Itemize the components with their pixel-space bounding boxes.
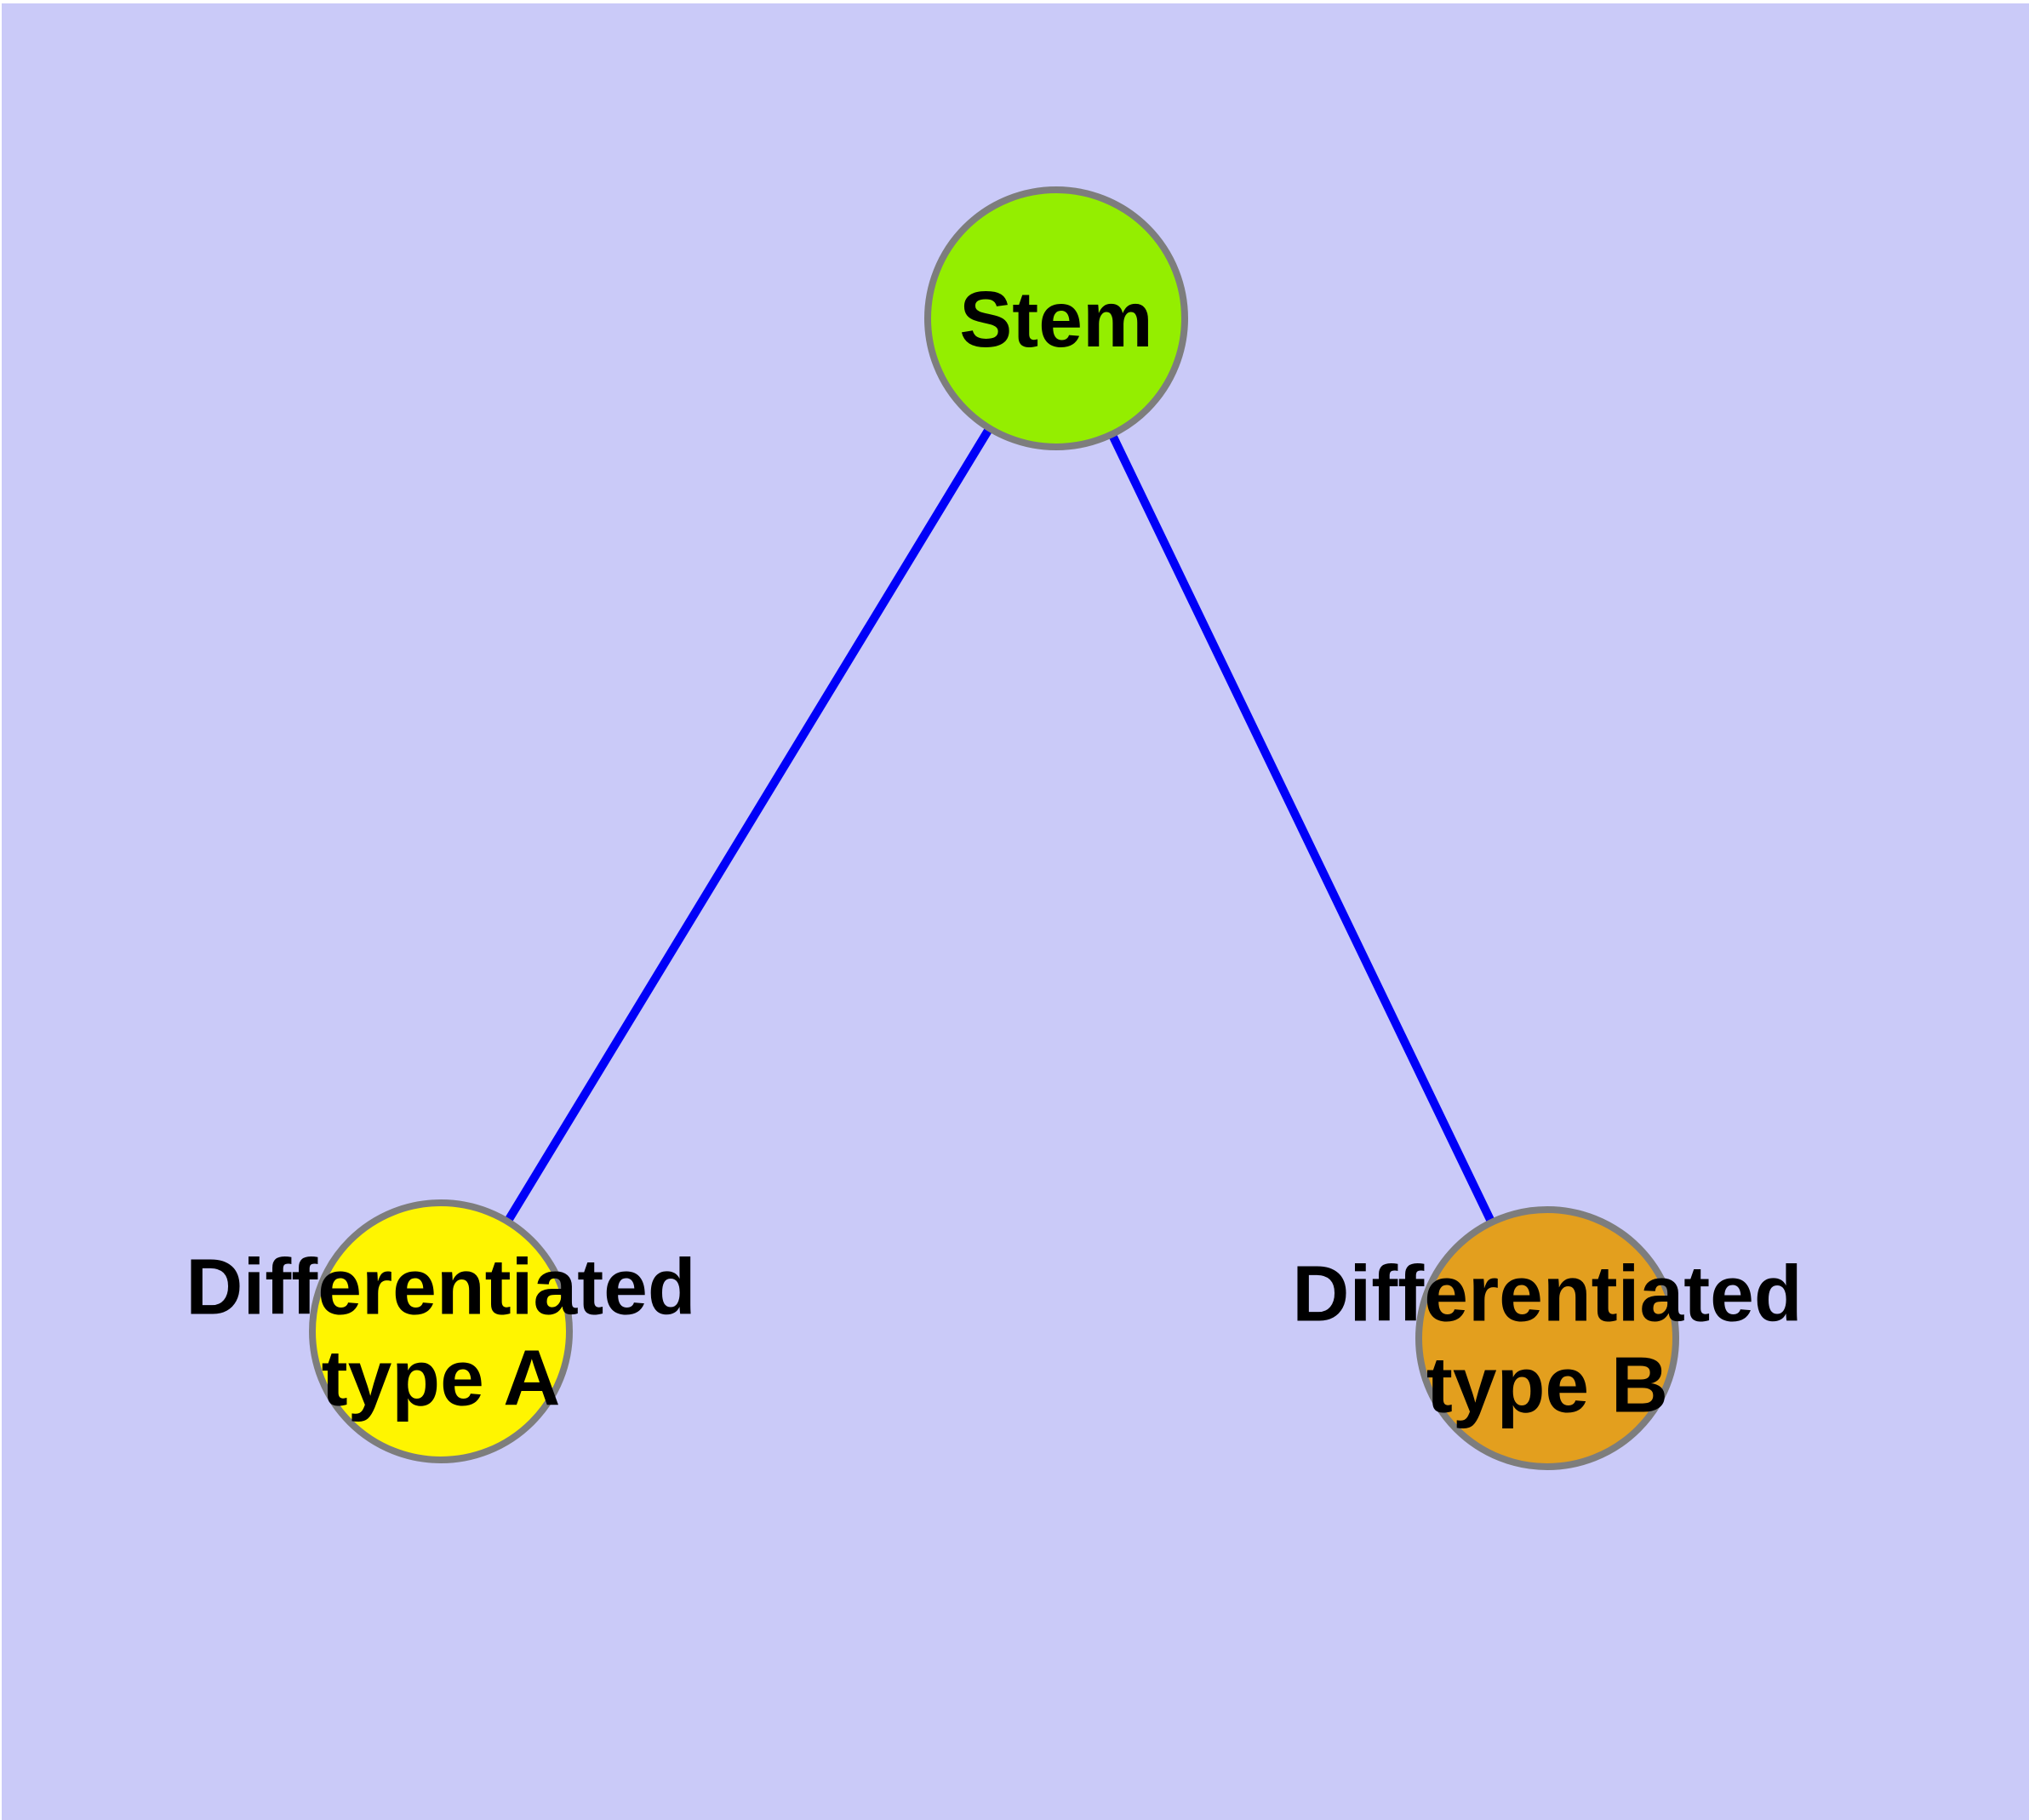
edge-stem-to-diff-type-a <box>437 316 1060 1334</box>
node-diff-type-b-circle <box>1415 1206 1679 1470</box>
node-stem-label-line-1: Stem <box>959 275 1152 363</box>
node-stem-label: Stem <box>959 275 1152 363</box>
node-stem-circle <box>924 186 1188 450</box>
node-diff-type-a-label-line-1: Differentiated <box>186 1243 695 1331</box>
edge-stem-to-diff-type-b <box>1052 316 1552 1341</box>
node-diff-type-b-label-line-2: type B <box>1426 1341 1668 1429</box>
node-diff-type-b-label-line-1: Differentiated <box>1292 1250 1802 1338</box>
node-stem: Stem <box>924 186 1188 450</box>
node-diff-type-a-label-line-2: type A <box>322 1334 561 1422</box>
node-diff-type-a-circle <box>309 1199 573 1463</box>
